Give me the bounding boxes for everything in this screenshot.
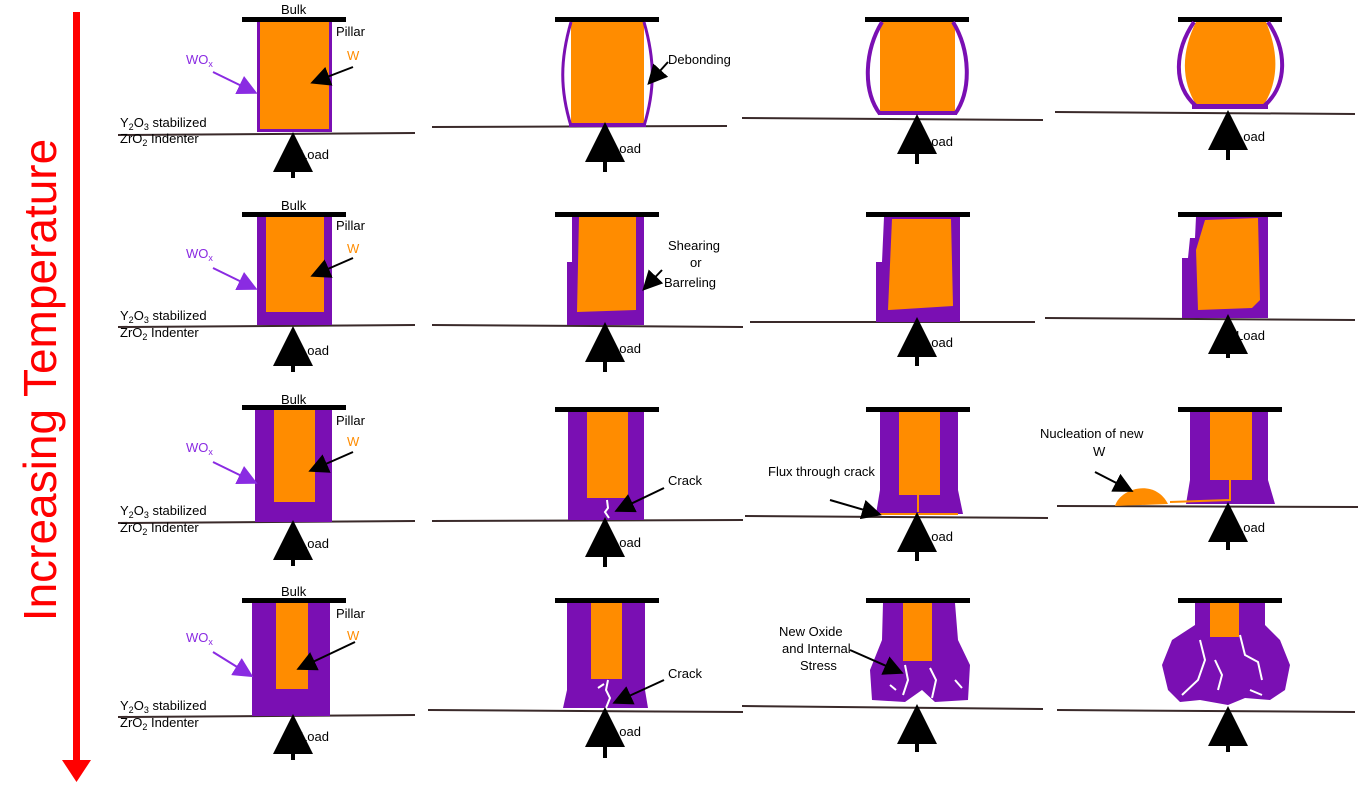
debonding-label: Debonding [668, 52, 731, 67]
shearing-label: Shearing [668, 238, 720, 253]
pillar-label: Pillar [336, 218, 366, 233]
crack-label: Crack [668, 473, 702, 488]
labels: Bulk Pillar W WOx Y2O3 stabilized ZrO2 I… [120, 2, 1265, 744]
row-3 [117, 405, 1359, 567]
load-label: Load [924, 134, 953, 149]
load-label: Load [1236, 520, 1265, 535]
wox-label: WOx [186, 52, 213, 69]
w-label: W [347, 628, 360, 643]
load-label: Load [612, 724, 641, 739]
barreling-label: Barreling [664, 275, 716, 290]
pillar-label: Pillar [336, 606, 366, 621]
load-label: Load [924, 529, 953, 544]
zro2-label: ZrO2 Indenter [120, 520, 199, 537]
wox-label: WOx [186, 630, 213, 647]
row3-col2-pillar [431, 407, 744, 567]
w-label: W [347, 48, 360, 63]
load-label: Load [612, 341, 641, 356]
pillar-label: Pillar [336, 24, 366, 39]
load-label: Load [300, 147, 329, 162]
load-label: Load [300, 343, 329, 358]
y2o3-label: Y2O3 stabilized [120, 308, 207, 325]
row2-col2-pillar [431, 212, 744, 372]
row3-col3-pillar [744, 407, 1049, 561]
row-2 [117, 212, 1356, 372]
new-oxide-label: New Oxide [779, 624, 843, 639]
flux-label: Flux through crack [768, 464, 875, 479]
row3-col4-pillar [1056, 407, 1359, 550]
row4-col4-pillar [1056, 598, 1356, 752]
load-label: Load [1236, 328, 1265, 343]
row3-col1-pillar [117, 405, 416, 566]
bulk-label: Bulk [281, 2, 307, 17]
temperature-arrow [62, 12, 91, 782]
load-label: Load [300, 536, 329, 551]
wox-label: WOx [186, 246, 213, 263]
bulk-label: Bulk [281, 198, 307, 213]
row1-col1-pillar [117, 17, 416, 178]
row-4 [117, 598, 1356, 760]
row4-col2-pillar [427, 598, 744, 758]
row2-col4-pillar [1044, 212, 1356, 358]
nucleation-w-label: W [1093, 444, 1106, 459]
wox-label: WOx [186, 440, 213, 457]
internal-label: and Internal [782, 641, 851, 656]
y2o3-label: Y2O3 stabilized [120, 115, 207, 132]
load-label: Load [612, 535, 641, 550]
bulk-label: Bulk [281, 392, 307, 407]
crack-label: Crack [668, 666, 702, 681]
shearing-or-label: or [690, 255, 702, 270]
row1-col4-pillar [1054, 17, 1356, 160]
row1-col3-pillar [741, 17, 1044, 164]
y2o3-label: Y2O3 stabilized [120, 698, 207, 715]
nucleation-label: Nucleation of new [1040, 426, 1144, 441]
load-label: Load [612, 141, 641, 156]
zro2-label: ZrO2 Indenter [120, 325, 199, 342]
w-label: W [347, 241, 360, 256]
row2-col1-pillar [117, 212, 416, 372]
stress-label: Stress [800, 658, 837, 673]
row1-col2-pillar [431, 17, 728, 172]
load-label: Load [300, 729, 329, 744]
row4-col3-pillar [741, 598, 1044, 752]
y2o3-label: Y2O3 stabilized [120, 503, 207, 520]
w-label: W [347, 434, 360, 449]
row2-col3-pillar [750, 212, 1035, 366]
load-label: Load [1236, 129, 1265, 144]
bulk-label: Bulk [281, 584, 307, 599]
pillar-label: Pillar [336, 413, 366, 428]
row4-col1-pillar [117, 598, 416, 760]
zro2-label: ZrO2 Indenter [120, 131, 199, 148]
load-label: Load [924, 335, 953, 350]
row-1 [117, 17, 1356, 178]
zro2-label: ZrO2 Indenter [120, 715, 199, 732]
